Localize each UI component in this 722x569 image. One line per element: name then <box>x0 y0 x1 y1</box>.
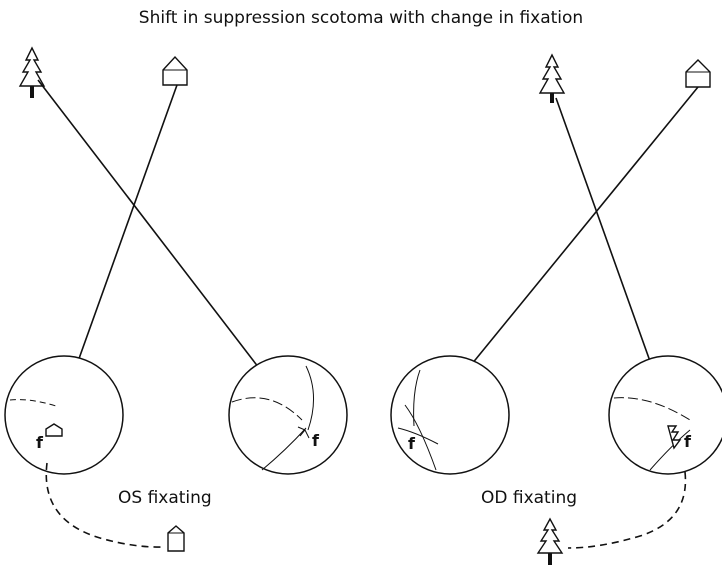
displaced-tree-icon <box>536 517 564 565</box>
panel-caption: OS fixating <box>118 488 212 508</box>
tree-icon <box>18 46 46 98</box>
scotoma-shift-path <box>567 471 687 549</box>
left-eye: f <box>4 355 124 475</box>
scotoma-shift-path <box>45 462 166 548</box>
figure-title: Shift in suppression scotoma with change… <box>138 8 584 28</box>
left-eye-fovea-label: f <box>408 434 416 453</box>
left-eye: f <box>390 355 510 475</box>
house-icon <box>685 59 711 88</box>
right-eye: f <box>608 355 722 475</box>
panel-od-fixating: f f OD fixating <box>390 53 722 565</box>
panel-caption: OD fixating <box>481 488 577 508</box>
right-eye-fovea-label: f <box>312 431 320 450</box>
right-eye: f <box>228 355 348 475</box>
left-eye-fovea-label: f <box>36 433 44 452</box>
house-icon <box>162 55 188 86</box>
tree-icon <box>538 53 566 103</box>
panel-os-fixating: f f OS fixating <box>4 46 348 552</box>
right-eye-fovea-label: f <box>684 432 692 451</box>
displaced-house-icon <box>167 525 185 552</box>
